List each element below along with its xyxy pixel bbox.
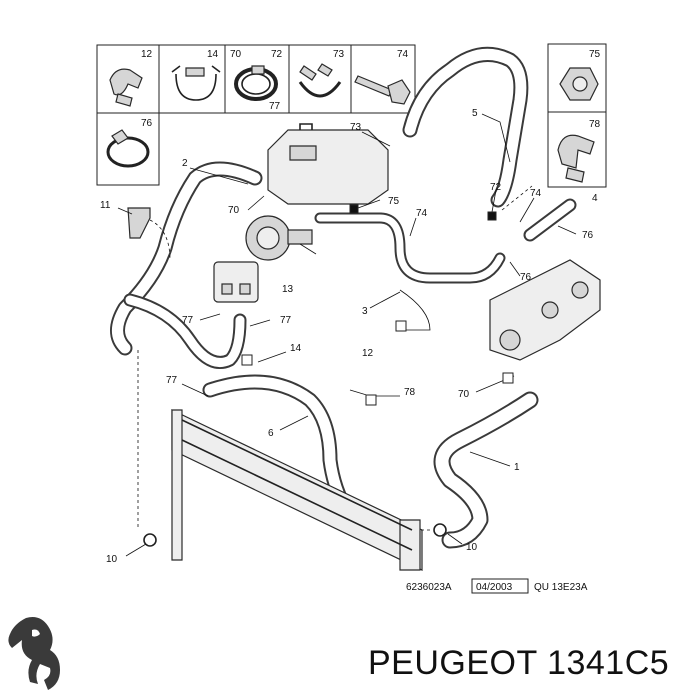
bolt-74-icon <box>354 75 411 105</box>
legend-label-73: 73 <box>333 49 345 60</box>
legend-label-78: 78 <box>589 119 601 130</box>
caption-date-box <box>471 578 529 594</box>
callout-78: 78 <box>404 387 416 398</box>
callout-75: 75 <box>388 196 400 207</box>
callout-10-right: 10 <box>466 542 478 553</box>
callout-4: 4 <box>592 193 598 204</box>
callout-77-bottom: 77 <box>166 375 178 386</box>
caption-date: 04/2003 <box>476 582 513 593</box>
clip-78-icon <box>557 134 595 183</box>
callout-labels: 1 2 3 4 5 6 10 10 11 12 13 14 70 70 72 7… <box>100 108 598 565</box>
callout-73: 73 <box>350 122 362 133</box>
clip-14-icon <box>171 65 221 101</box>
wire-12 <box>399 289 431 331</box>
caption-code: 6236023A <box>406 582 452 593</box>
legend-label-75: 75 <box>589 49 601 60</box>
hose-clamp-76-icon <box>106 129 150 168</box>
hose-clamp-70-icon <box>234 65 278 101</box>
legend-label-77: 77 <box>269 101 281 112</box>
legend-box-14 <box>158 44 226 114</box>
brand-part-number: PEUGEOT 1341C5 <box>368 644 670 682</box>
marker-squares <box>241 204 514 406</box>
callout-72: 72 <box>490 182 502 193</box>
legend-box-73 <box>288 44 352 114</box>
callout-14: 14 <box>290 343 302 354</box>
callout-76-right: 76 <box>582 230 594 241</box>
clip-10-left <box>143 533 157 547</box>
callout-11: 11 <box>100 200 111 211</box>
legend-label-70: 70 <box>230 49 242 60</box>
callout-76-mid: 76 <box>520 272 532 283</box>
hoses <box>110 46 577 549</box>
callout-3: 3 <box>362 306 368 317</box>
callout-6: 6 <box>268 428 274 439</box>
callout-74-right: 74 <box>530 188 542 199</box>
peugeot-lion-logo <box>8 617 60 690</box>
callout-1: 1 <box>514 462 520 473</box>
dashed-leaders <box>137 185 533 531</box>
callout-77-left: 77 <box>182 315 194 326</box>
legend-label-14: 14 <box>207 49 219 60</box>
legend-label-72: 72 <box>271 49 283 60</box>
bracket-11 <box>127 207 151 239</box>
callout-5: 5 <box>472 108 478 119</box>
oil-cooler <box>213 261 259 303</box>
parts-legend-boxes: 12 14 70 72 77 73 74 75 76 78 <box>96 43 607 188</box>
legend-label-12: 12 <box>141 49 153 60</box>
callout-13: 13 <box>282 284 294 295</box>
nut-75-icon <box>559 67 599 101</box>
thermostat-housing <box>489 259 601 361</box>
callout-10-left: 10 <box>106 554 118 565</box>
radiator <box>171 409 423 571</box>
callout-70-top: 70 <box>228 205 240 216</box>
callout-12: 12 <box>362 348 374 359</box>
callout-77-right: 77 <box>280 315 292 326</box>
expansion-tank <box>267 123 389 205</box>
water-pump <box>245 215 313 261</box>
clip-12-icon <box>109 68 143 107</box>
clip-10-right <box>433 523 447 537</box>
spring-clamp-73-icon <box>298 63 342 98</box>
components <box>127 123 601 571</box>
caption-ref: QU 13E23A <box>534 582 588 593</box>
callout-70-bottom: 70 <box>458 389 470 400</box>
leader-lines <box>117 113 577 557</box>
legend-label-76: 76 <box>141 118 153 129</box>
legend-label-74: 74 <box>397 49 409 60</box>
callout-2: 2 <box>182 158 188 169</box>
drawing-caption: 6236023A 04/2003 QU 13E23A <box>406 578 588 594</box>
callout-74-left: 74 <box>416 208 428 219</box>
